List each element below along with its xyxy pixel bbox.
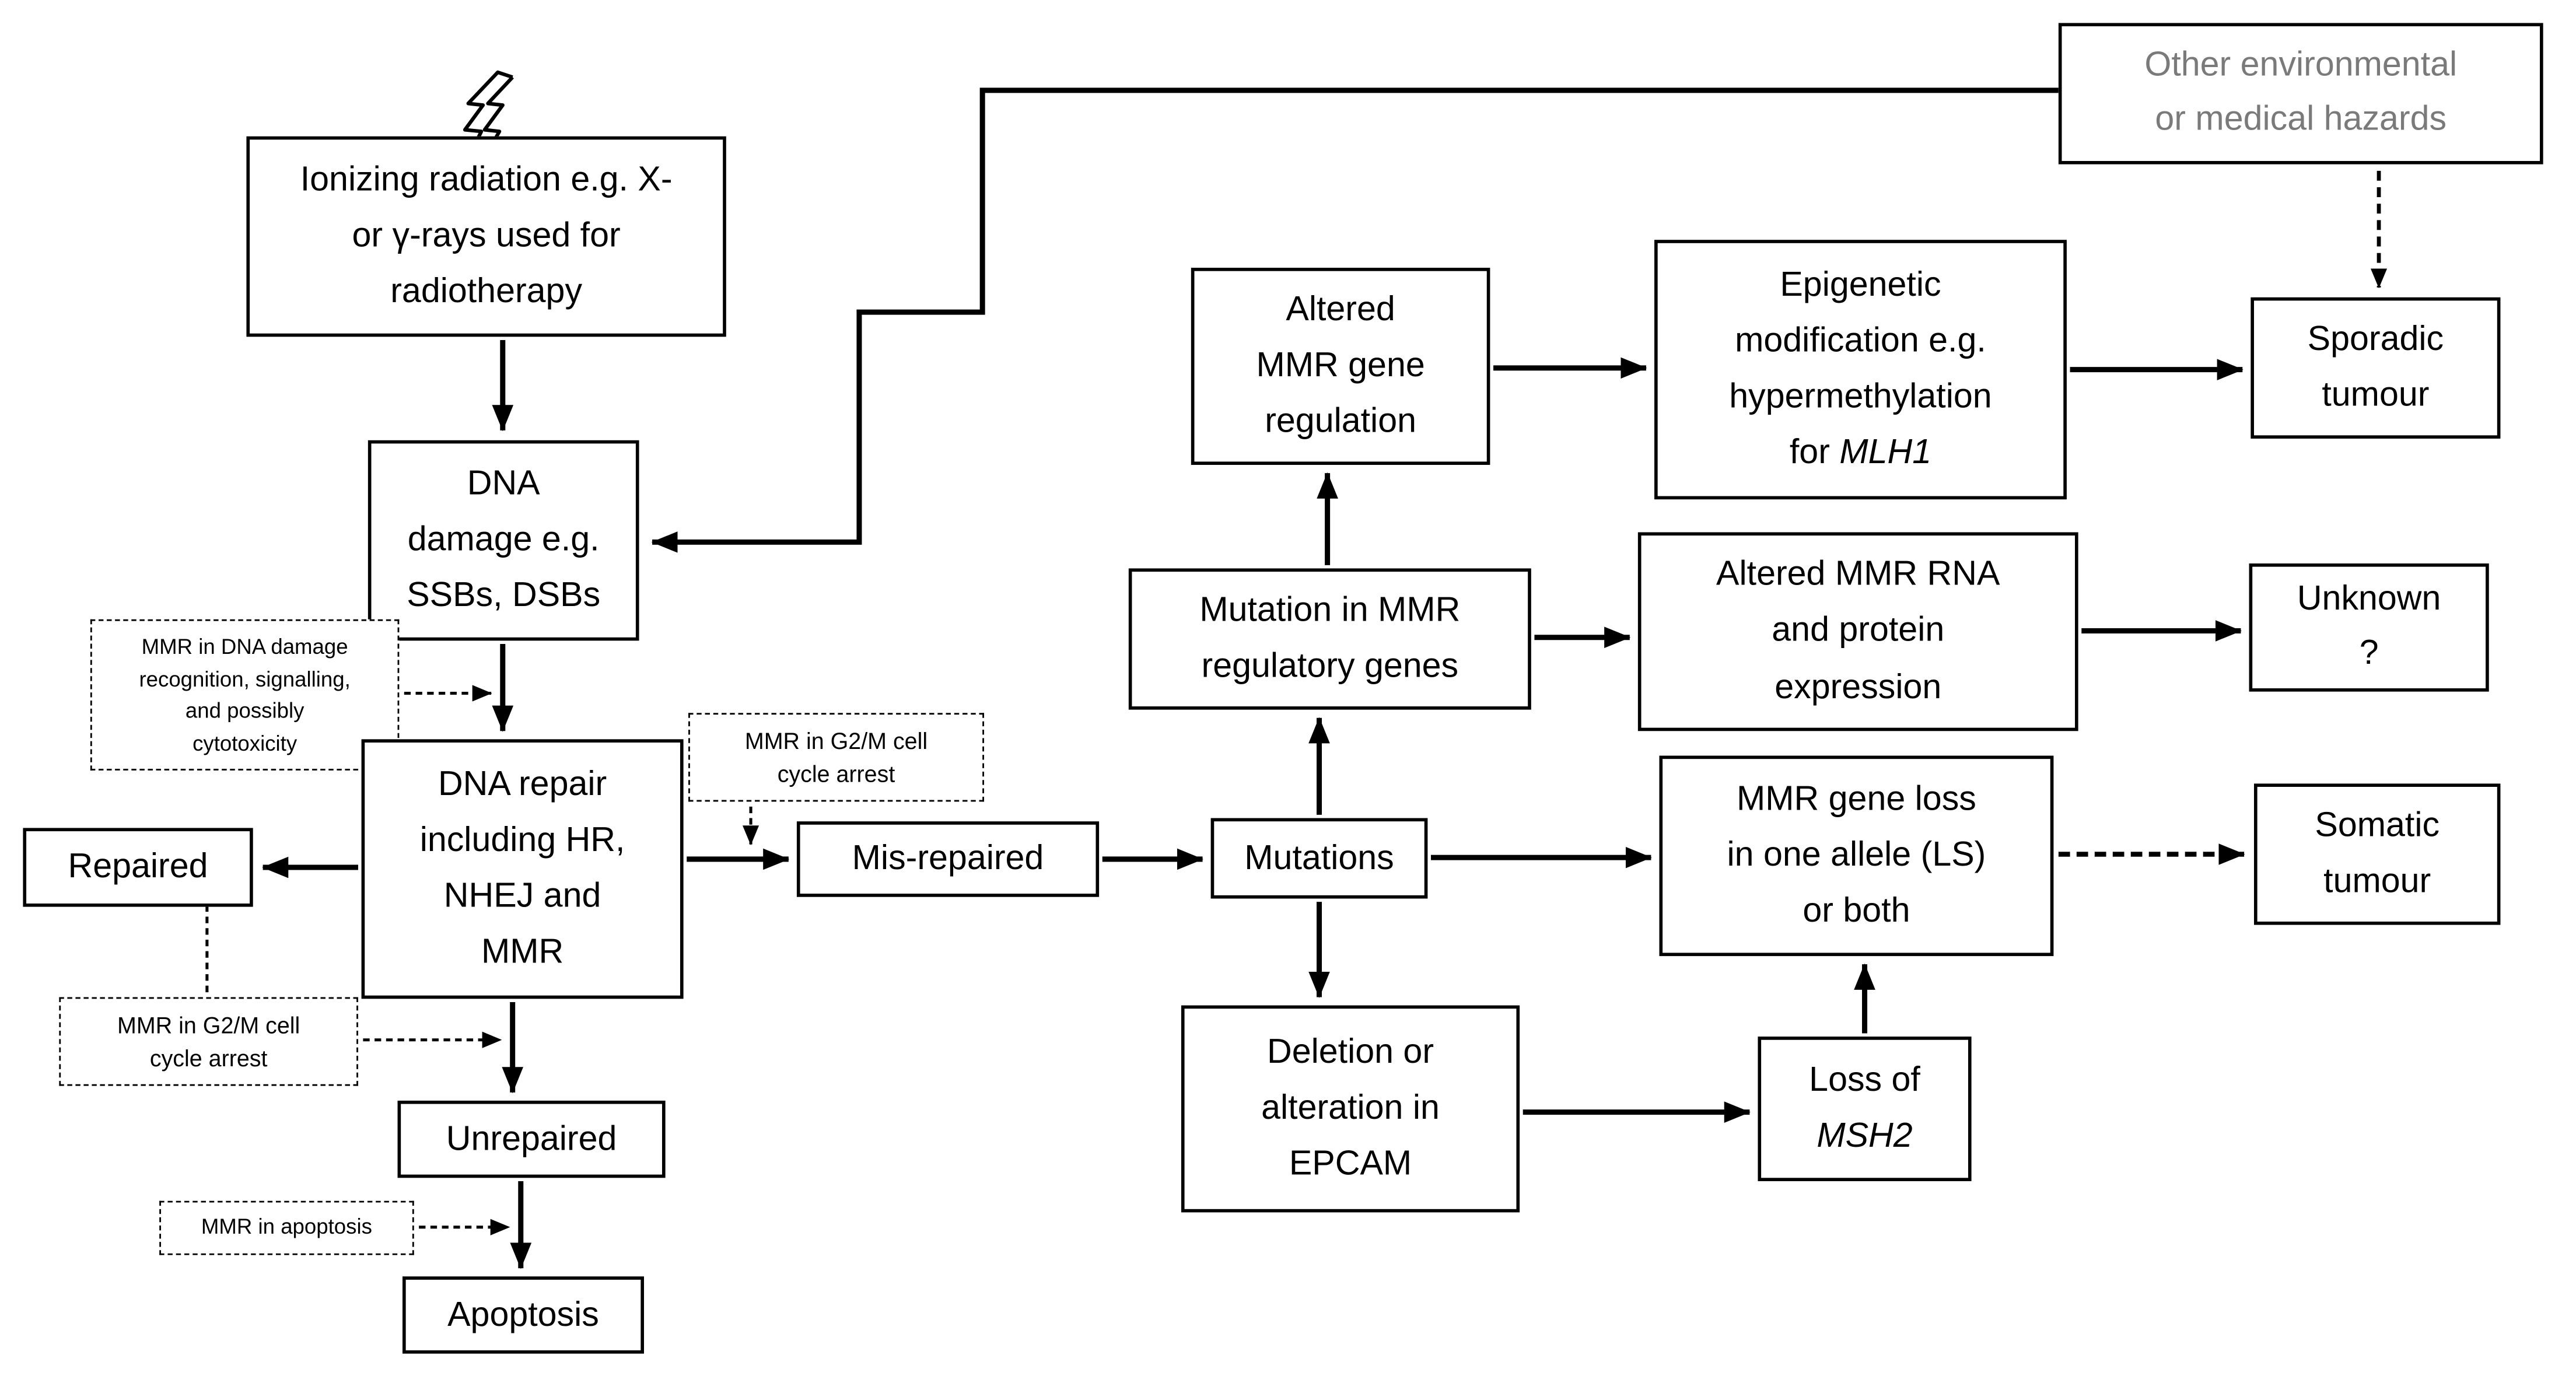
- node-somatic-tumour: Somatic tumour: [2254, 783, 2501, 925]
- node-line: cycle arrest: [149, 1045, 268, 1072]
- note-mmr-in-apoptosis: MMR in apoptosis: [159, 1200, 414, 1255]
- node-line: cytotoxicity: [192, 730, 298, 755]
- node-line: Altered MMR RNA: [1716, 556, 2000, 594]
- node-line: Loss of: [1809, 1061, 1920, 1100]
- node-line: Deletion or: [1267, 1033, 1434, 1072]
- node-line: MMR gene loss: [1736, 780, 1976, 818]
- node-epcam-deletion-alteration: Deletion or alteration in EPCAM: [1181, 1005, 1520, 1213]
- node-line: cycle arrest: [777, 760, 895, 787]
- node-line: tumour: [2322, 376, 2430, 414]
- node-line: NHEJ and: [443, 877, 601, 915]
- node-epigenetic-modification: Epigenetic modification e.g. hypermethylat…: [1654, 240, 2067, 500]
- node-line: Sporadic: [2307, 320, 2444, 358]
- note-mmr-g2m-cell-cycle-arrest-left: MMR in G2/M cell cycle arrest: [59, 997, 358, 1086]
- node-line: or both: [1803, 892, 1910, 930]
- node-line: including HR,: [419, 821, 625, 859]
- node-line: regulation: [1265, 402, 1416, 440]
- node-line: Epigenetic: [1780, 266, 1941, 304]
- node-ionizing-radiation: Ionizing radiation e.g. X-or γ-rays used…: [246, 136, 726, 337]
- node-line: modification e.g.: [1735, 321, 1986, 360]
- node-line: Unknown: [2297, 580, 2441, 619]
- node-line: expression: [1774, 667, 1942, 706]
- node-repaired: Repaired: [23, 828, 253, 907]
- note-mmr-g2m-cell-cycle-arrest-top: MMR in G2/M cell cycle arrest: [688, 713, 984, 802]
- note-mmr-damage-recognition: MMR in DNA damage recognition, signalling…: [90, 619, 400, 771]
- node-mutation-in-mmr-regulatory-genes: Mutation in MMR regulatory genes: [1128, 568, 1531, 710]
- node-line: MMR: [481, 933, 564, 971]
- node-apoptosis: Apoptosis: [402, 1276, 645, 1354]
- node-mutations: Mutations: [1210, 818, 1428, 899]
- node-line: alteration in: [1261, 1089, 1440, 1127]
- node-mmr-gene-loss: MMR gene loss in one allele (LS) or both: [1659, 755, 2054, 957]
- node-line: MMR in G2/M cell: [117, 1011, 300, 1038]
- node-loss-of-msh2: Loss of MSH2: [1758, 1037, 1972, 1181]
- node-line: Mis-repaired: [852, 840, 1044, 878]
- node-line: or medical hazards: [2155, 100, 2447, 138]
- node-line: ?: [2359, 634, 2379, 672]
- node-line: tumour: [2323, 862, 2431, 901]
- node-dna-damage: DNA damage e.g. SSBs, DSBs: [368, 440, 639, 641]
- node-line: Unrepaired: [446, 1120, 617, 1158]
- node-line: or γ-rays used for: [352, 216, 621, 255]
- node-line: MMR in DNA damage: [141, 634, 348, 659]
- node-line: EPCAM: [1289, 1144, 1412, 1183]
- node-line: Apoptosis: [447, 1296, 599, 1334]
- node-sporadic-tumour: Sporadic tumour: [2250, 297, 2501, 439]
- node-line: MMR in apoptosis: [201, 1214, 372, 1239]
- node-line: MSH2: [1817, 1117, 1913, 1155]
- node-line: SSBs, DSBs: [407, 576, 601, 615]
- node-line: Altered: [1286, 290, 1395, 329]
- node-line: DNA: [467, 464, 540, 503]
- node-line: hypermethylation: [1729, 377, 1992, 416]
- node-unrepaired: Unrepaired: [397, 1100, 666, 1178]
- node-line: radiotherapy: [390, 272, 583, 311]
- node-line: Ionizing radiation e.g. X-: [300, 160, 673, 199]
- node-line: Mutation in MMR: [1199, 591, 1461, 629]
- node-line: and protein: [1772, 612, 1945, 650]
- node-altered-mmr-rna-protein-expression: Altered MMR RNA and protein expression: [1637, 532, 2078, 731]
- node-other-environmental-hazards: Other environmental or medical hazards: [2058, 23, 2543, 164]
- node-line: DNA repair: [438, 765, 607, 804]
- node-mis-repaired: Mis-repaired: [796, 821, 1100, 897]
- node-line: recognition, signalling,: [139, 666, 351, 691]
- node-line: MMR in G2/M cell: [744, 727, 928, 754]
- node-unknown: Unknown?: [2249, 563, 2489, 692]
- node-line: Repaired: [68, 848, 208, 886]
- node-line: regulatory genes: [1201, 647, 1459, 685]
- node-line: damage e.g.: [407, 520, 600, 559]
- node-line: in one allele (LS): [1727, 836, 1986, 874]
- node-line: for MLH1: [1789, 433, 1932, 472]
- node-line: Mutations: [1244, 839, 1394, 877]
- node-line: Somatic: [2315, 806, 2440, 845]
- node-line: Other environmental: [2144, 47, 2458, 85]
- node-line: and possibly: [185, 698, 304, 723]
- node-line: MMR gene: [1256, 346, 1425, 384]
